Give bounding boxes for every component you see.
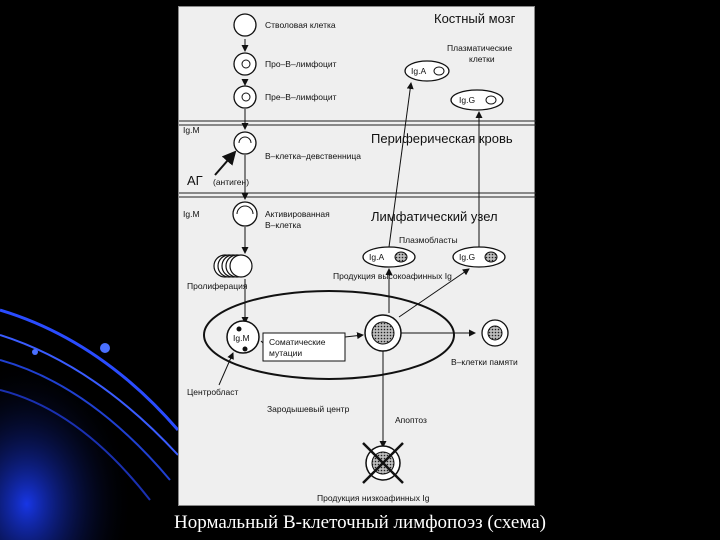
lymph-node-label: Лимфатический узел (371, 209, 498, 224)
selected-b-cell (364, 314, 402, 352)
pro-b-label: Про–В–лимфоцит (265, 59, 337, 69)
centroblast-label: Центробласт (187, 387, 238, 397)
slide-caption: Нормальный В-клеточный лимфопоэз (схема) (174, 512, 546, 533)
lymphopoiesis-figure: Костный мозг Периферическая кровь Лимфат… (178, 6, 536, 506)
somatic-mutations-box (262, 332, 346, 362)
centroblast-cell (226, 320, 260, 354)
to-igg-blast-arrow (398, 268, 470, 318)
high-affinity-label: Продукция высокоафинных Ig (333, 271, 452, 281)
stem-cell-label: Стволовая клетка (265, 20, 336, 30)
memory-b-label: В–клетки памяти (451, 357, 518, 367)
igm-center-label: Ig.M (233, 333, 250, 343)
plasmablast-igg (452, 246, 506, 268)
centroblast-pointer (218, 352, 234, 386)
plasmablast-iga (362, 246, 416, 268)
activated-b-label-1: Активированная (265, 209, 330, 219)
iga-plasma-label: Ig.A (411, 66, 426, 76)
igg-plasma-label: Ig.G (459, 95, 475, 105)
bone-marrow-label: Костный мозг (434, 11, 516, 26)
activated-b-label-2: В–клетка (265, 220, 301, 230)
proliferating-cells (213, 254, 253, 278)
activated-b-cell (232, 201, 258, 227)
germinal-center-label: Зародышевый центр (267, 404, 350, 414)
plasmablasts-label: Плазмобласты (399, 235, 458, 245)
naive-b-label: В–клетка–девственница (265, 151, 361, 161)
memory-b-cell (481, 319, 509, 347)
iga-to-plasma-arrow (388, 82, 414, 248)
pre-b-label: Пре–В–лимфоцит (265, 92, 337, 102)
plasma-cells-label-2: клетки (469, 54, 495, 64)
antigen-note: (антиген) (213, 177, 249, 187)
low-affinity-label: Продукция низкоафинных Ig (317, 493, 430, 503)
iga-blast-label: Ig.A (369, 252, 384, 262)
plasma-cells-label-1: Плазматические (447, 43, 512, 53)
somatic-label-1: Соматические (269, 337, 326, 347)
peripheral-blood-label: Периферическая кровь (371, 131, 513, 146)
pro-b-cell (233, 52, 257, 76)
antigen-arrow (214, 150, 237, 176)
plasma-cell-iga (404, 60, 450, 82)
somatic-label-2: мутации (269, 348, 302, 358)
proliferation-label: Пролиферация (187, 281, 248, 291)
to-selected-arrow (344, 332, 364, 340)
pre-b-cell (233, 85, 257, 109)
stem-cell (233, 13, 257, 37)
apoptotic-cell (362, 442, 404, 484)
igg-blast-label: Ig.G (459, 252, 475, 262)
separator-lines (179, 120, 536, 198)
germinal-center-outline (203, 290, 455, 380)
igm-label-2: Ig.M (183, 209, 200, 219)
naive-b-cell (233, 131, 257, 155)
plasma-cell-igg (450, 89, 504, 111)
antigen-label: АГ (187, 173, 203, 188)
apoptosis-label: Апоптоз (395, 415, 427, 425)
igm-label-1: Ig.M (183, 125, 200, 135)
